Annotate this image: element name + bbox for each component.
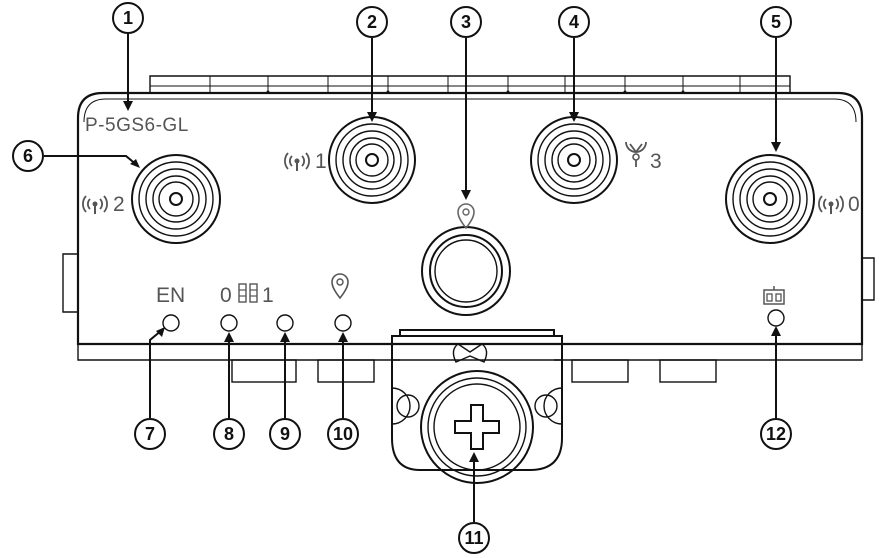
led-gps [334, 314, 352, 332]
wireless-antenna-icon [82, 195, 108, 214]
led-sim-0-label: 0 [220, 284, 232, 307]
wireless-antenna-icon [284, 152, 310, 171]
right-bracket [862, 257, 875, 301]
callout-9: 9 [269, 418, 301, 450]
callout-10: 10 [327, 418, 359, 450]
wireless-antenna-icon [818, 195, 844, 214]
svg-text:6: 6 [23, 146, 33, 166]
svg-text:9: 9 [280, 424, 290, 444]
led-en-label: EN [156, 284, 185, 307]
callout-12: 12 [760, 418, 792, 450]
svg-text:3: 3 [461, 12, 471, 32]
antenna-connector-2[interactable] [131, 154, 221, 244]
grounding-clamp [391, 329, 563, 471]
callout-4: 4 [558, 6, 590, 38]
callout-7: 7 [134, 418, 166, 450]
svg-text:11: 11 [464, 528, 483, 548]
callout-5: 5 [760, 6, 792, 38]
svg-text:4: 4 [569, 12, 579, 32]
callout-leaders [44, 34, 781, 522]
model-label: P-5GS6-GL [85, 115, 189, 136]
svg-text:12: 12 [766, 424, 786, 444]
reset-button-icon [763, 286, 785, 305]
sim-card-icon [238, 283, 258, 303]
svg-text:10: 10 [333, 424, 353, 444]
location-pin-icon [457, 203, 475, 230]
svg-text:1: 1 [123, 8, 133, 28]
antenna-0-label: 0 [848, 193, 860, 216]
callout-8: 8 [213, 418, 245, 450]
svg-text:2: 2 [367, 12, 377, 32]
callout-1: 1 [112, 2, 144, 34]
left-bracket [62, 253, 78, 313]
location-pin-icon [331, 273, 349, 300]
gps-antenna-icon [625, 141, 647, 167]
top-ridge [149, 75, 791, 94]
ground-screw[interactable] [420, 370, 534, 484]
svg-text:5: 5 [771, 12, 781, 32]
led-sim-0 [220, 314, 238, 332]
led-en [162, 314, 180, 332]
callout-2: 2 [356, 6, 388, 38]
callout-3: 3 [450, 6, 482, 38]
callout-6: 6 [12, 140, 44, 172]
device-housing [76, 91, 864, 346]
antenna-1-label: 1 [315, 150, 327, 173]
housing-inner-edge [83, 98, 857, 123]
svg-text:8: 8 [224, 424, 234, 444]
antenna-3-label: 3 [650, 150, 662, 173]
antenna-connector-0[interactable] [725, 154, 815, 244]
led-sim-1 [276, 314, 294, 332]
callout-11: 11 [458, 522, 490, 554]
bottom-plate [77, 344, 863, 383]
led-sim-1-label: 1 [262, 284, 274, 307]
svg-text:7: 7 [145, 424, 155, 444]
antenna-2-label: 2 [113, 193, 125, 216]
